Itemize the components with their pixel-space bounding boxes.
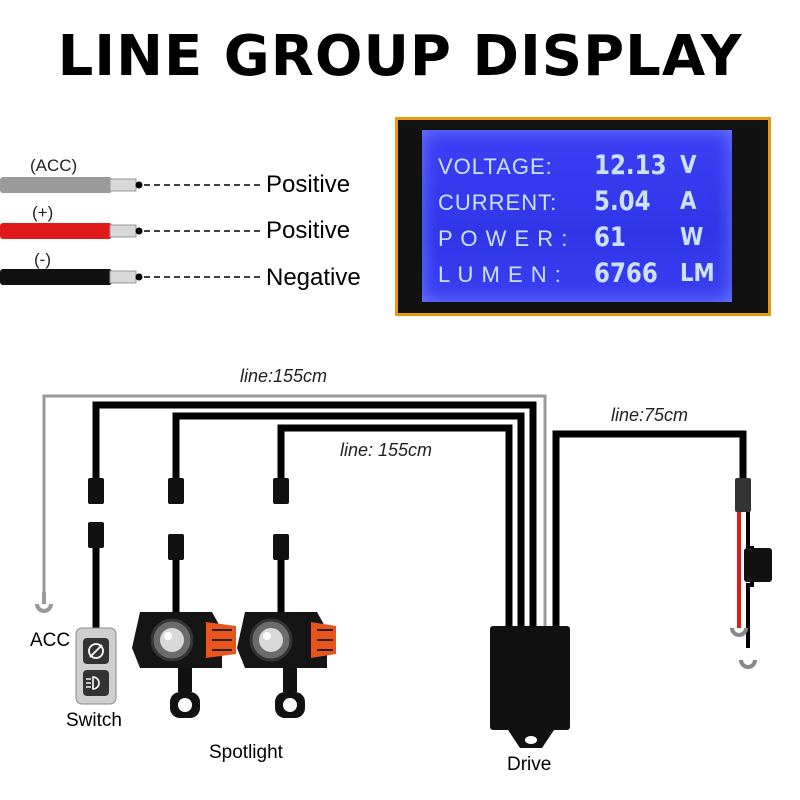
voltage-value: 12.13 [594,150,667,181]
fuse-holder [735,478,751,512]
negative-ring-terminal [739,659,757,669]
lumen-label: L U M E N : [438,262,562,287]
terminal-label-1: Positive [266,171,351,198]
spotlight-2-line [277,424,513,628]
switch-label: Switch [66,710,122,731]
negative-wire [0,269,112,285]
spotlight-1 [132,612,236,718]
power-unit: W [680,222,704,251]
voltage-unit: V [680,150,697,179]
wire-label-negative: (-) [34,250,51,269]
current-value: 5.04 [594,186,651,217]
line-length-right: line:75cm [611,405,689,425]
inline-fuse [744,548,772,582]
switch-connector-bottom [88,522,104,548]
acc-line [42,394,547,628]
spotlight-label: Spotlight [209,742,283,763]
lcd-row-voltage: VOLTAGE: 12.13 V [422,148,732,184]
drive-label: Drive [507,754,552,775]
lcd-row-power: P O W E R : 61 W [422,220,732,256]
spotlight-1-line [172,412,525,628]
voltage-label: VOLTAGE: [438,154,553,179]
acc-wire [0,177,112,193]
power-value: 61 [594,222,626,253]
line-length-top: line:155cm [240,366,328,386]
switch-line [92,401,537,628]
lcd-row-current: CURRENT: 5.04 A [422,184,732,220]
power-label: P O W E R : [438,226,569,251]
lcd-screen: VOLTAGE: 12.13 V CURRENT: 5.04 A P O W E… [422,130,732,302]
acc-label: ACC [30,630,71,651]
lcd-display-frame: VOLTAGE: 12.13 V CURRENT: 5.04 A P O W E… [395,117,771,316]
lumen-value: 6766 [594,258,658,289]
wire-label-positive: (+) [32,203,54,222]
positive-ring-terminal [730,627,748,637]
page-title: LINE GROUP DISPLAY [57,24,743,89]
switch-connector-top [88,478,104,504]
wire-label-acc: (ACC) [30,156,78,175]
spotlight-2 [237,612,336,718]
switch-button-light [83,670,109,696]
acc-ring-terminal [35,603,53,613]
current-unit: A [680,186,697,215]
power-line [552,430,747,628]
lcd-row-lumen: L U M E N : 6766 LM [422,256,732,292]
positive-wire [0,223,112,239]
terminal-label-2: Positive [266,217,351,244]
current-label: CURRENT: [438,190,558,215]
line-length-mid: line: 155cm [340,440,433,460]
lumen-unit: LM [680,258,715,287]
terminal-label-3: Negative [266,264,361,291]
drive-box [490,626,570,730]
